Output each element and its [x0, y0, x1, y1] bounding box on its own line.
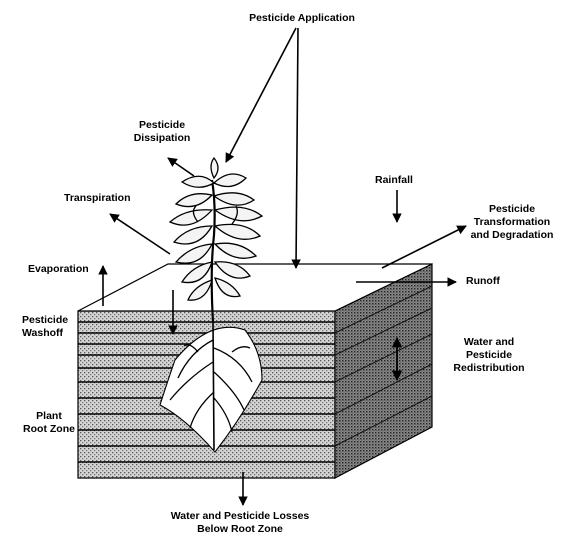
transpiration-arrow [110, 214, 170, 254]
label-water-losses: Water and Pesticide Losses Below Root Zo… [140, 510, 340, 536]
label-line: Plant [20, 410, 78, 423]
label-line: Washoff [22, 327, 68, 340]
label-line: Below Root Zone [140, 523, 340, 536]
application-arrow-to-plant [226, 28, 296, 162]
transformation-arrow [382, 226, 466, 268]
label-pesticide-dissipation: Pesticide Dissipation [112, 119, 212, 145]
label-line: Root Zone [20, 423, 78, 436]
label-line: and Degradation [462, 229, 562, 242]
label-pesticide-washoff: Pesticide Washoff [22, 314, 68, 340]
label-pesticide-transformation: Pesticide Transformation and Degradation [462, 203, 562, 242]
label-rainfall: Rainfall [375, 174, 413, 187]
label-line: Redistribution [444, 362, 534, 375]
application-arrow-to-soil [296, 28, 298, 268]
label-line: Pesticide [112, 119, 212, 132]
label-line: Transformation [462, 216, 562, 229]
label-line: Pesticide [22, 314, 68, 327]
label-runoff: Runoff [466, 275, 500, 288]
label-transpiration: Transpiration [64, 192, 131, 205]
label-line: Water and [444, 336, 534, 349]
label-line: Pesticide [462, 203, 562, 216]
label-water-redistribution: Water and Pesticide Redistribution [444, 336, 534, 375]
label-line: Dissipation [112, 132, 212, 145]
dissipation-arrow [168, 158, 194, 176]
label-line: Water and Pesticide Losses [140, 510, 340, 523]
label-pesticide-application: Pesticide Application [232, 12, 372, 25]
label-evaporation: Evaporation [28, 263, 89, 276]
label-plant-root-zone: Plant Root Zone [20, 410, 78, 436]
label-line: Pesticide [444, 349, 534, 362]
